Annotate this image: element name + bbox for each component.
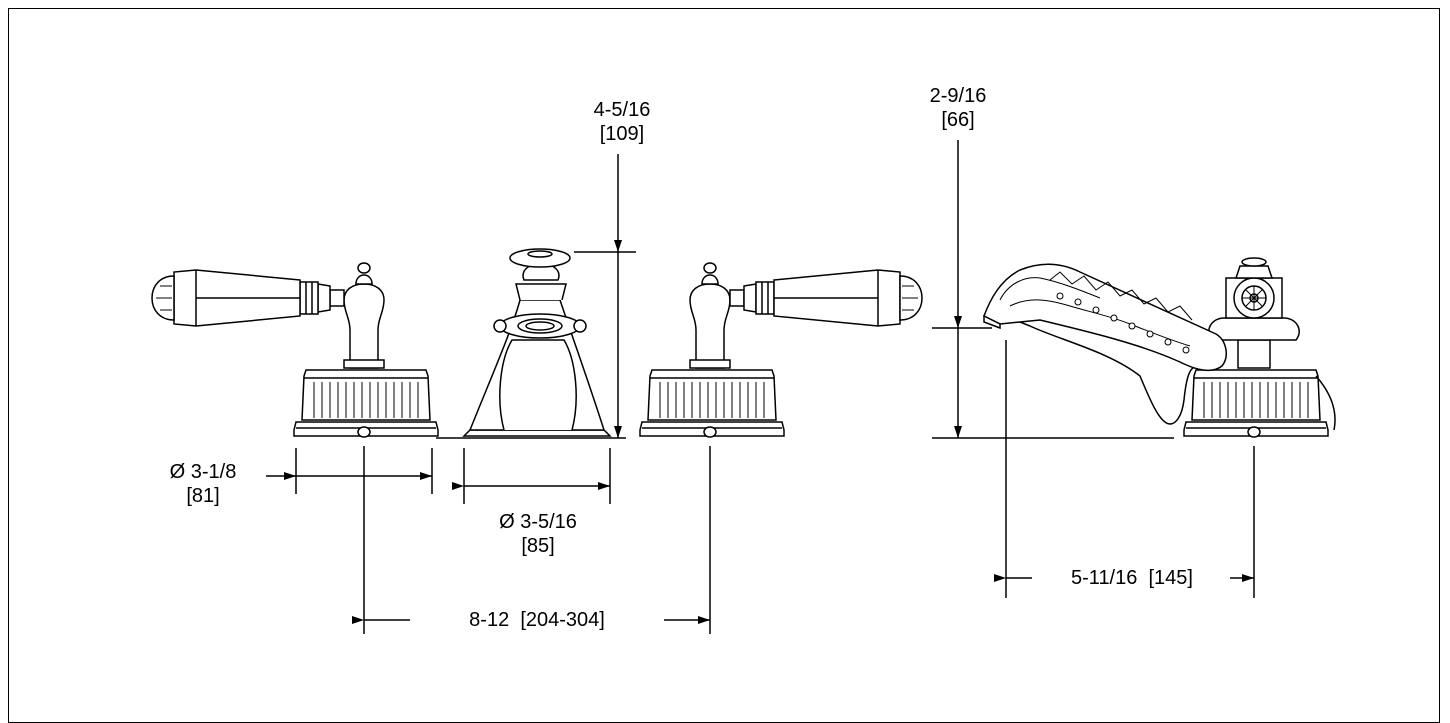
handle-base-diameter-mm: [81]: [186, 485, 220, 507]
spout-height-inch: 4-5/16: [593, 99, 651, 121]
handshower-height-inch: 2-9/16: [929, 85, 987, 107]
handshower-unit: [983, 257, 1336, 438]
widespread-spacing-label: 8-12 [204-304]: [469, 609, 605, 631]
spout-base-diameter-label: Ø 3-5/16 [85]: [478, 510, 598, 558]
handshower-height-label: 2-9/16 [66]: [908, 84, 1008, 132]
center-spout: [462, 248, 612, 437]
handshower-height-mm: [66]: [941, 109, 975, 131]
right-handle-valve: [639, 262, 923, 438]
handle-base-diameter-inch: Ø 3-1/8: [169, 461, 237, 483]
handle-base-diameter-label: Ø 3-1/8 [81]: [148, 460, 258, 508]
spout-height-label: 4-5/16 [109]: [572, 98, 672, 146]
spout-height-mm: [109]: [599, 123, 645, 145]
dimension-lines: [266, 140, 1255, 634]
spout-base-diameter-inch: Ø 3-5/16: [499, 511, 577, 533]
left-handle-valve: [151, 262, 439, 438]
handshower-reach-label: 5-11/16 [145]: [1071, 567, 1193, 589]
spout-base-diameter-mm: [85]: [521, 535, 555, 557]
